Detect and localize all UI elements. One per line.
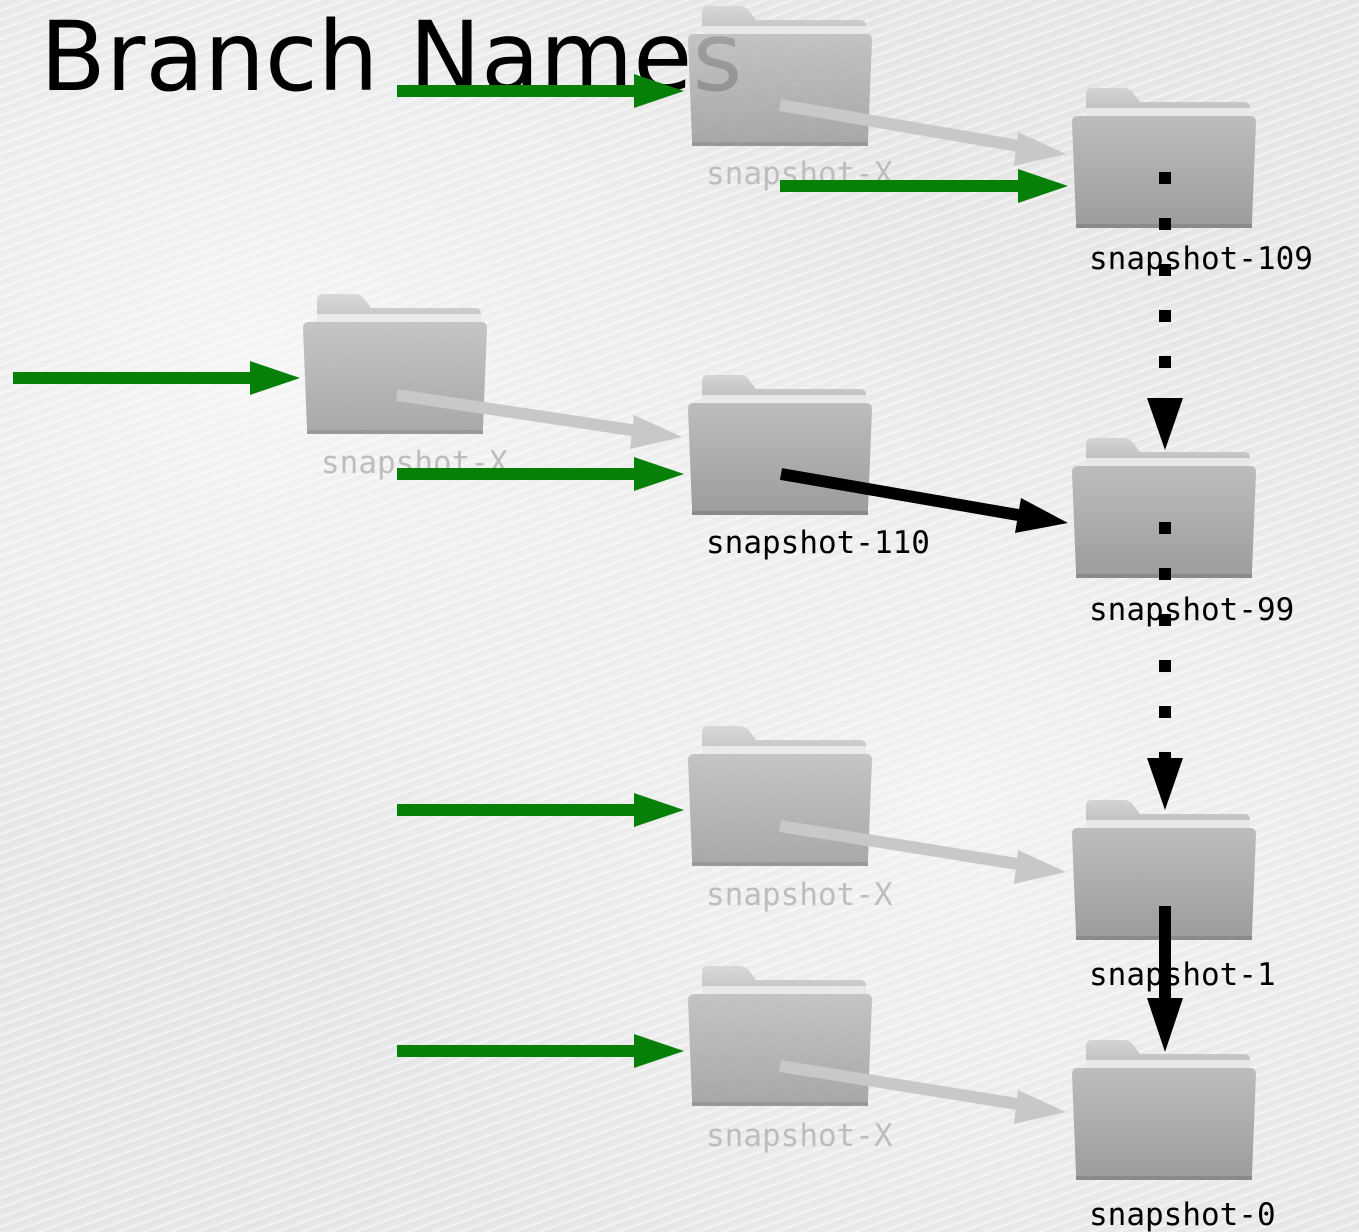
folder-icon: [688, 375, 872, 515]
folder-icon: [1072, 438, 1256, 578]
faded-arrows: [396, 99, 1066, 1124]
folder-icon: [688, 966, 872, 1106]
snapshot-label: snapshot-0: [1089, 1197, 1276, 1232]
folder-icon: [688, 726, 872, 866]
snapshot-label: snapshot-X: [706, 1118, 893, 1154]
snapshot-label: snapshot-X: [706, 877, 893, 913]
folder-icon: [1072, 88, 1256, 228]
snapshot-label: snapshot-109: [1089, 241, 1313, 277]
snapshot-label: snapshot-99: [1089, 592, 1294, 628]
folder-icon: [1072, 1040, 1256, 1180]
branch-arrows: [13, 74, 1068, 1068]
folder-icon: [688, 6, 872, 146]
snapshot-label: snapshot-1: [1089, 957, 1276, 993]
folder-icon: [303, 294, 487, 434]
snapshot-label: snapshot-110: [706, 525, 930, 561]
history-arrows: [779, 172, 1183, 1052]
